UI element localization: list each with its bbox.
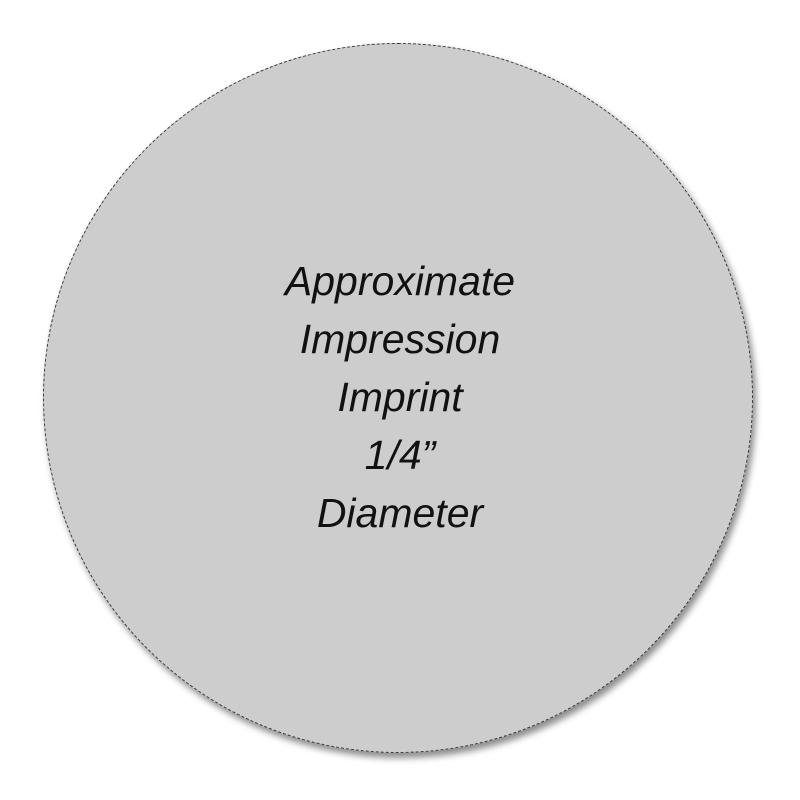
impression-circle bbox=[43, 43, 753, 753]
caption-line-size: 1/4” bbox=[364, 432, 436, 478]
caption-line-approximate: Approximate bbox=[284, 258, 516, 304]
imprint-caption: Approximate Impression Imprint 1/4” Diam… bbox=[0, 252, 800, 542]
caption-line-diameter: Diameter bbox=[316, 490, 484, 536]
caption-line-imprint: Imprint bbox=[337, 374, 463, 420]
caption-line-impression: Impression bbox=[299, 316, 501, 362]
